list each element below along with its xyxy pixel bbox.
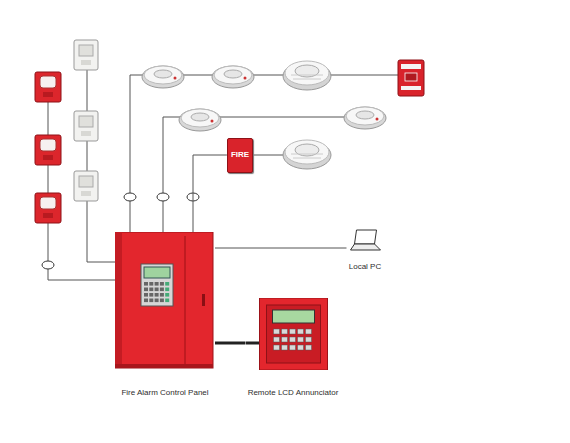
smoke-detector [344, 107, 386, 129]
horn-wire [87, 52, 115, 262]
smoke-detector [179, 109, 221, 131]
wire-loop [42, 261, 54, 269]
device-caption: Local PC [349, 262, 381, 272]
strobe [35, 72, 61, 102]
strobe [35, 193, 61, 223]
wires [48, 52, 398, 280]
device-illustration [246, 298, 341, 370]
device-illustration [115, 232, 215, 370]
wire-connector [193, 155, 227, 232]
wire-loop [124, 193, 136, 201]
annunciator: Remote LCD Annunciator [246, 298, 341, 398]
horn [74, 171, 98, 201]
horn [74, 111, 98, 141]
detector-wire [163, 117, 365, 232]
wire-loop [157, 193, 169, 201]
wire-connector [215, 248, 347, 249]
strobe [35, 135, 61, 165]
wire-connector [215, 342, 246, 345]
strobe-wire [48, 82, 115, 280]
smoke-detector [283, 140, 331, 169]
strobes [35, 72, 61, 223]
pull-station: FIRE [227, 138, 253, 173]
smoke-detectors [142, 61, 386, 169]
local-pc: Local PC [347, 228, 384, 272]
device-caption: Remote LCD Annunciator [248, 388, 339, 398]
device-illustration [347, 228, 384, 254]
device-label: FIRE [231, 150, 249, 159]
pull-station [398, 60, 424, 96]
detector-wire [130, 75, 398, 232]
smoke-detector [283, 61, 331, 90]
horns [74, 40, 98, 201]
horn [74, 40, 98, 70]
control-panel: Fire Alarm Control Panel [115, 232, 215, 398]
smoke-detector [212, 66, 254, 88]
smoke-detector [142, 66, 184, 88]
device-caption: Fire Alarm Control Panel [121, 388, 208, 398]
